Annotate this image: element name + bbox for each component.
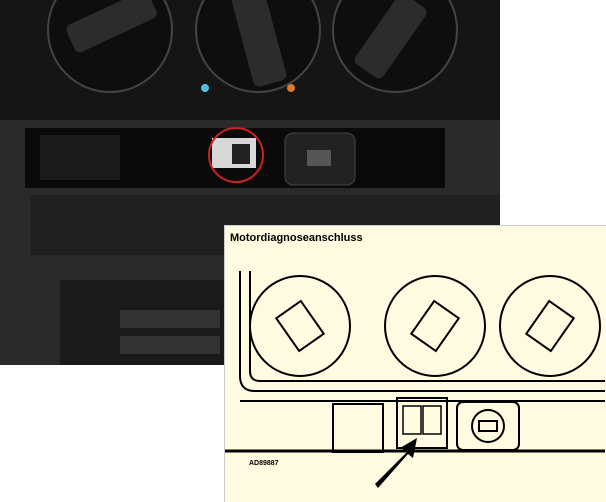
diagram-inset: Motordiagnoseanschluss AD89887 xyxy=(224,225,606,502)
rear-defrost-button xyxy=(284,132,356,186)
connector-diagram xyxy=(225,271,605,488)
climate-knob-center xyxy=(195,0,321,93)
pointer-arrow xyxy=(375,438,417,488)
diagnostic-connector xyxy=(208,127,264,183)
diagram-code: AD89887 xyxy=(249,460,279,467)
climate-knob-left xyxy=(47,0,173,93)
diagnostic-connector-drawing xyxy=(402,405,442,435)
inset-title: Motordiagnoseanschluss xyxy=(230,232,363,244)
climate-knob-right xyxy=(332,0,458,93)
